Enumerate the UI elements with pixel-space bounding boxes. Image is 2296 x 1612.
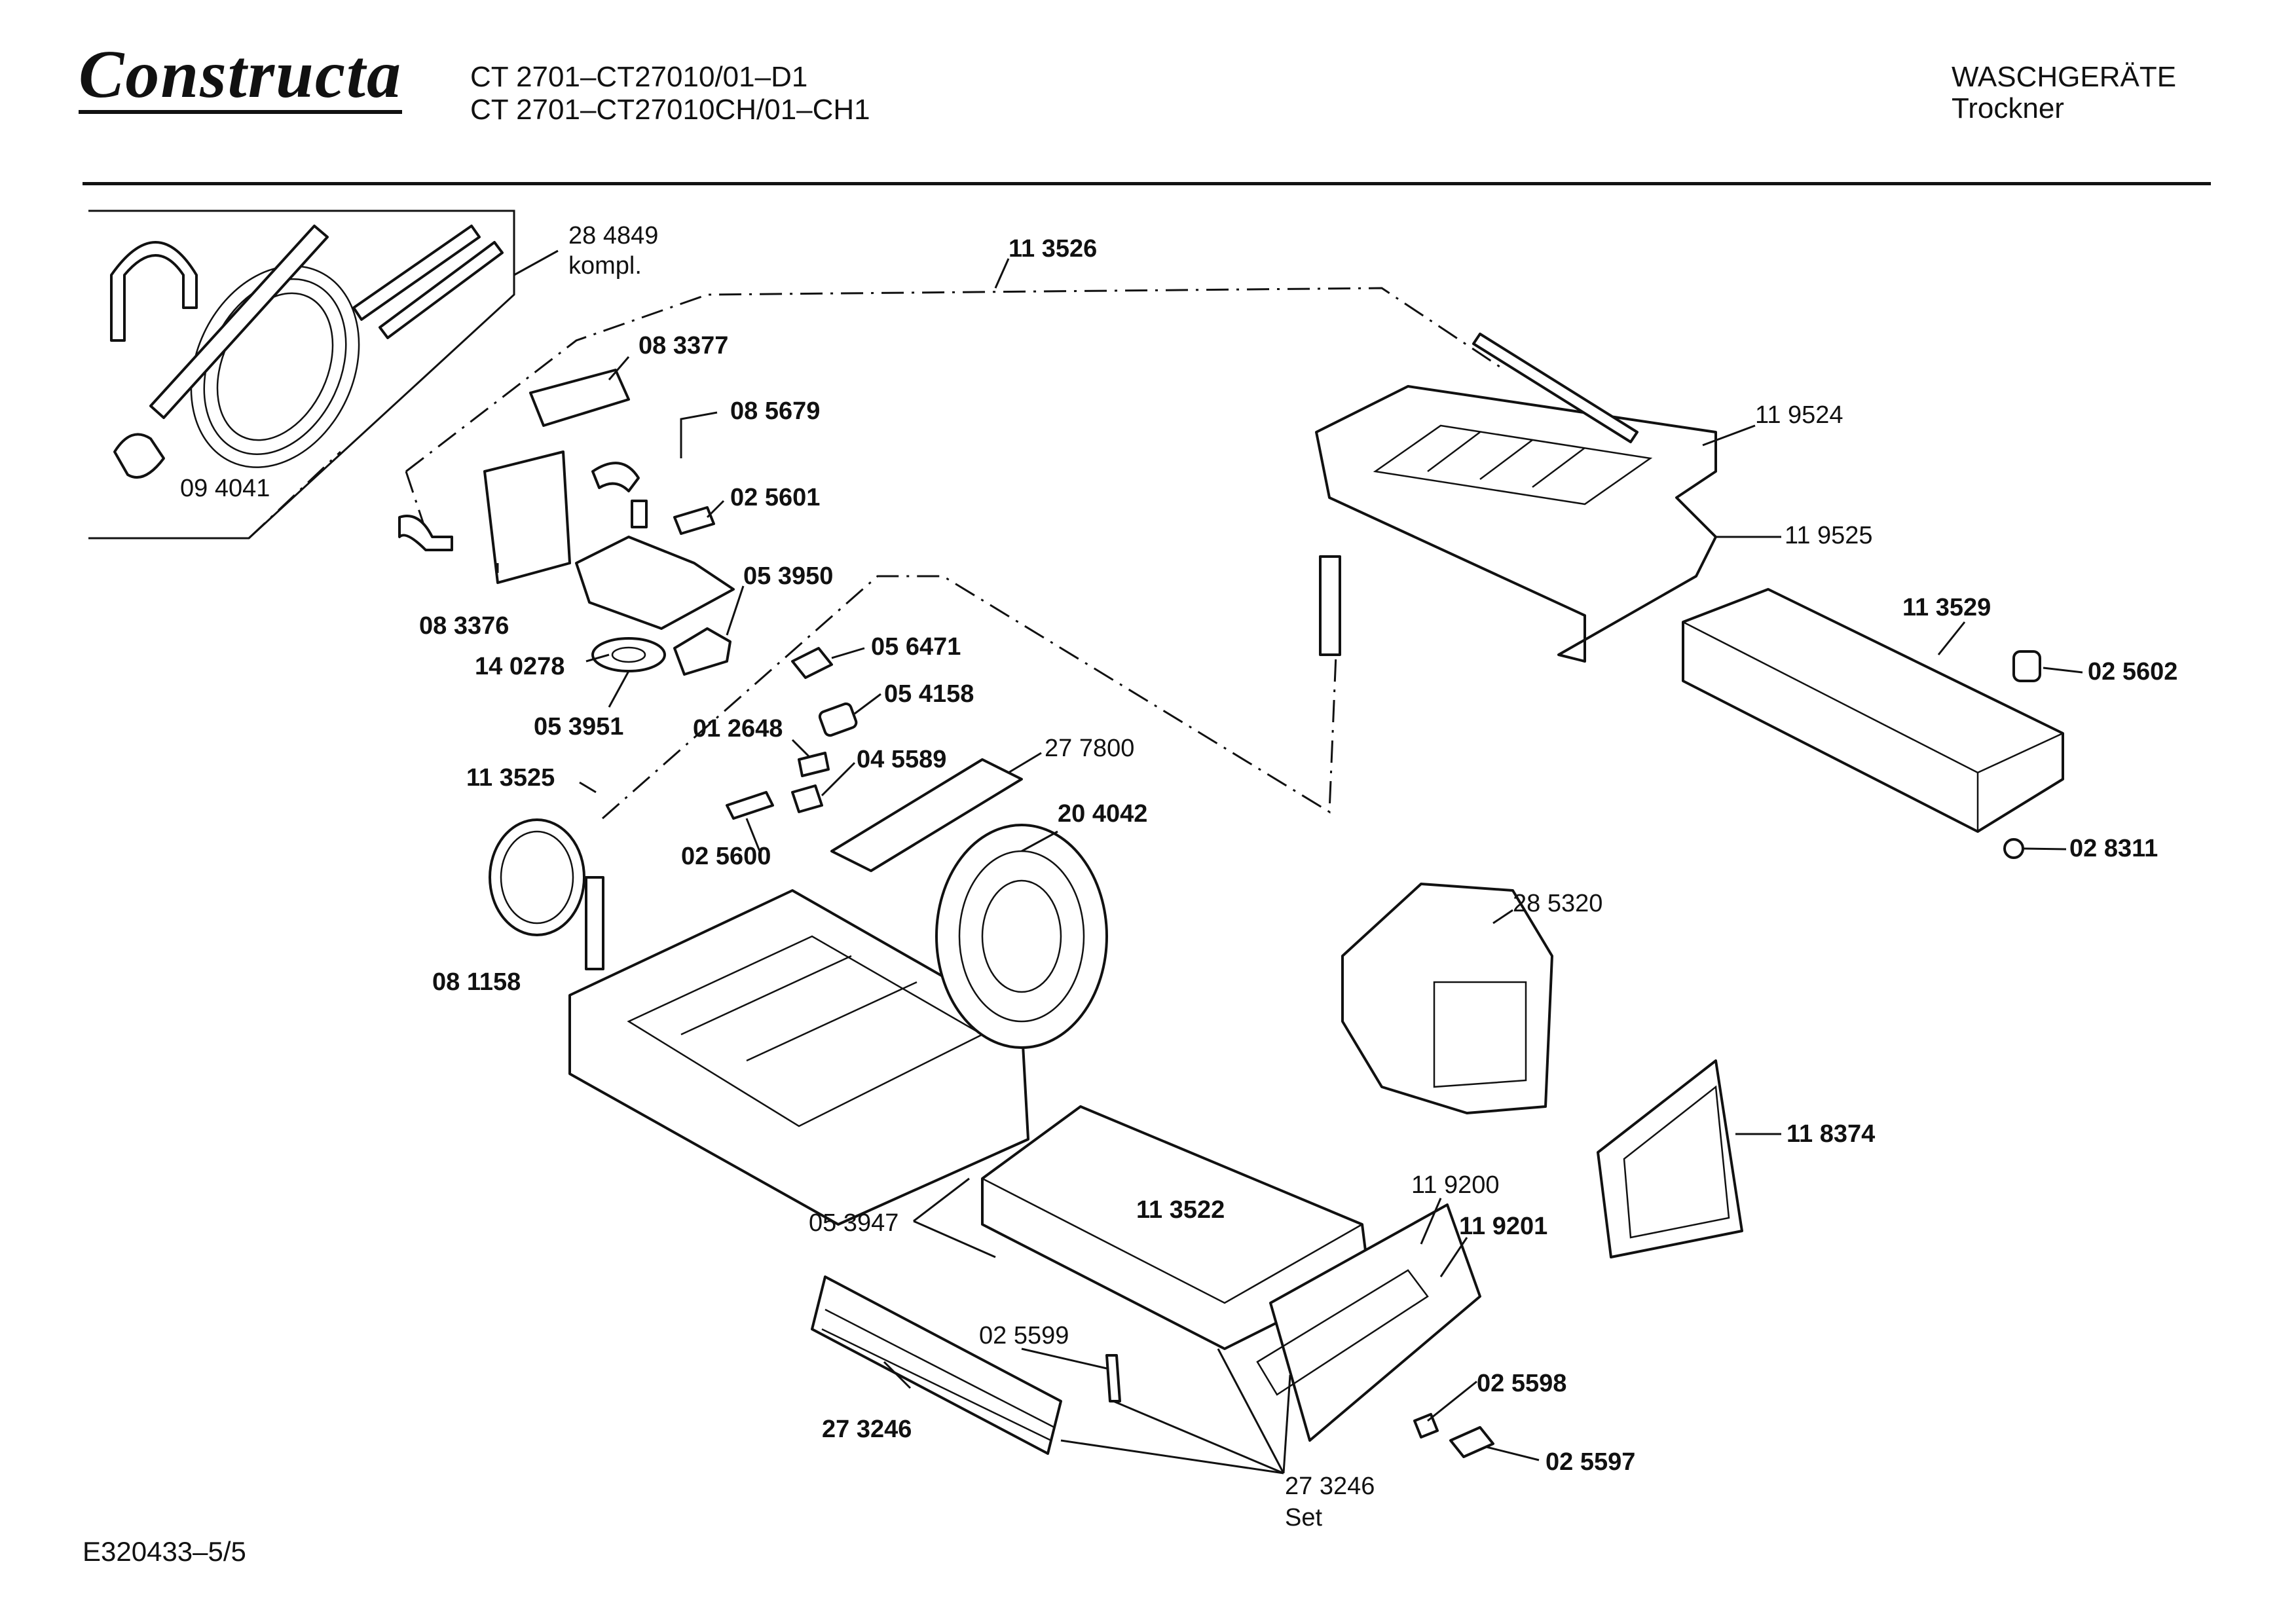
label-053950: 05 3950 — [743, 562, 833, 590]
label-025598: 02 5598 — [1477, 1370, 1566, 1397]
gasket-277800 — [830, 758, 1023, 872]
part-labels: 28 4849 kompl. 09 4041 11 3526 08 3377 0… — [180, 222, 2177, 1531]
part-054158 — [818, 702, 858, 737]
label-025600: 02 5600 — [681, 843, 771, 870]
label-053947: 05 3947 — [809, 1209, 898, 1237]
pin — [631, 500, 648, 528]
label-119524: 11 9524 — [1755, 401, 1843, 429]
leader-lines — [496, 249, 2083, 1475]
label-204042: 20 4042 — [1058, 800, 1147, 828]
grille-273246 — [811, 1275, 1062, 1455]
label-119525: 11 9525 — [1785, 522, 1873, 549]
hose-085679a — [398, 515, 453, 551]
pump-140278 — [575, 536, 735, 630]
label-285320: 28 5320 — [1513, 890, 1602, 917]
label-113529: 11 3529 — [1902, 594, 1991, 621]
label-273246set-line1: 27 3246 — [1285, 1473, 1375, 1500]
label-028311: 02 8311 — [2069, 835, 2158, 862]
part-056471 — [791, 647, 833, 679]
label-113522: 11 3522 — [1136, 1196, 1225, 1224]
label-284849-line2: kompl. — [568, 252, 642, 280]
fan-housing-204042 — [935, 824, 1108, 1049]
clip-025599 — [1105, 1354, 1121, 1402]
duct-pipe — [1319, 555, 1341, 656]
label-273246: 27 3246 — [822, 1416, 912, 1443]
hose-kit-inset — [88, 210, 515, 540]
hood-285320 — [1341, 883, 1553, 1114]
subcategory: Trockner — [1952, 92, 2064, 124]
hose-path-113525 — [602, 575, 1337, 820]
label-053951: 05 3951 — [534, 713, 623, 741]
label-081158: 08 1158 — [432, 968, 521, 996]
duct-119524 — [1315, 385, 1717, 663]
label-119201: 11 9201 — [1459, 1213, 1547, 1240]
label-273246set-line2: Set — [1285, 1504, 1322, 1531]
label-025597: 02 5597 — [1546, 1448, 1635, 1476]
float-053950 — [673, 627, 731, 676]
part-025602 — [2012, 650, 2041, 682]
pump-assembly — [398, 369, 735, 676]
label-083377: 08 3377 — [639, 332, 728, 359]
label-119200: 11 9200 — [1411, 1171, 1500, 1199]
grille-118374 — [1597, 1059, 1743, 1258]
header-rule — [83, 182, 2211, 185]
hose-path-113526 — [405, 287, 1500, 473]
label-284849-line1: 28 4849 — [568, 222, 658, 249]
label-140278: 14 0278 — [475, 653, 565, 680]
straight-hose — [149, 225, 329, 419]
label-025599: 02 5599 — [979, 1322, 1069, 1349]
cable-tie-1 — [352, 225, 481, 321]
label-012648: 01 2648 — [693, 715, 783, 742]
label-277800: 27 7800 — [1045, 735, 1134, 762]
base-housing — [568, 824, 1108, 1226]
drawing-code: E320433–5/5 — [83, 1536, 246, 1567]
part-025597 — [1449, 1426, 1494, 1458]
part-025598 — [1413, 1413, 1439, 1438]
brand-logo: Constructa — [79, 37, 402, 114]
part-012648 — [798, 752, 830, 777]
air-duct — [1315, 333, 1717, 663]
ring-081158 — [489, 818, 585, 936]
bracket-083376 — [483, 450, 571, 584]
label-083376: 08 3376 — [419, 612, 509, 640]
seal-053951 — [591, 637, 666, 672]
label-113526: 11 3526 — [1009, 235, 1097, 263]
frame-119201 — [1269, 1203, 1481, 1442]
label-054158: 05 4158 — [884, 680, 974, 708]
hose-085679b — [591, 462, 640, 492]
bracket-clip — [110, 241, 198, 342]
part-045589 — [791, 784, 823, 813]
label-085679: 08 5679 — [730, 397, 820, 425]
cover-083377 — [529, 369, 630, 427]
cable-tie-2 — [379, 241, 504, 339]
part-025600 — [726, 791, 774, 820]
condenser-113529 — [1682, 588, 2064, 833]
duct-rod — [1472, 333, 1639, 443]
label-094041: 09 4041 — [180, 475, 270, 502]
hose-connector — [113, 433, 165, 479]
model-line-1: CT 2701–CT27010/01–D1 — [470, 61, 808, 93]
label-118374: 11 8374 — [1787, 1120, 1875, 1148]
label-045589: 04 5589 — [857, 746, 946, 773]
label-025601: 02 5601 — [730, 484, 820, 511]
category: WASCHGERÄTE — [1952, 61, 2177, 93]
part-028311 — [2003, 838, 2024, 859]
housing-body — [568, 889, 1029, 1226]
label-025602: 02 5602 — [2088, 658, 2177, 686]
model-line-2: CT 2701–CT27010CH/01–CH1 — [470, 94, 870, 126]
switch-025601 — [673, 506, 715, 535]
hose-piece — [585, 876, 604, 970]
label-113525: 11 3525 — [466, 764, 555, 792]
label-056471: 05 6471 — [871, 633, 961, 661]
